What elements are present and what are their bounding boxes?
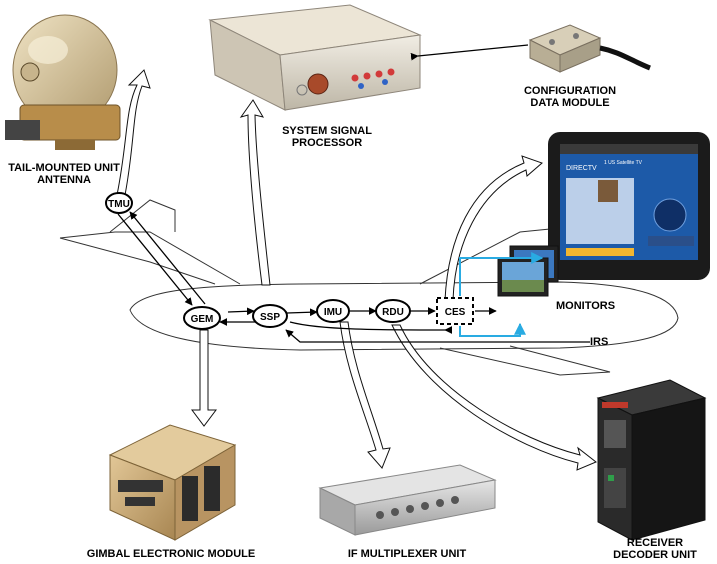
ces-blue-links xyxy=(459,252,544,337)
tablet-screen-title: DIRECTV xyxy=(566,165,597,172)
config-module-image xyxy=(528,24,651,73)
node-ces-label: CES xyxy=(445,307,466,318)
label-receiver-decoder-unit: RECEIVER DECODER UNIT xyxy=(600,537,710,561)
node-tmu: TMU xyxy=(105,192,133,214)
node-ces: CES xyxy=(436,297,474,325)
node-tmu-label: TMU xyxy=(108,199,130,210)
gem-unit-image xyxy=(108,424,237,541)
label-system-signal-processor: SYSTEM SIGNAL PROCESSOR xyxy=(272,125,382,149)
label-tail-mounted-antenna-line1: TAIL-MOUNTED UNIT xyxy=(8,162,120,174)
label-gimbal-electronic-module: GIMBAL ELECTRONIC MODULE xyxy=(76,548,266,560)
node-gem-label: GEM xyxy=(191,314,214,325)
rdu-unit-image xyxy=(596,379,707,541)
label-if-multiplexer-unit: IF MULTIPLEXER UNIT xyxy=(332,548,482,560)
label-ssp-line2: PROCESSOR xyxy=(291,137,363,149)
node-gem: GEM xyxy=(183,306,221,330)
label-tail-mounted-antenna: TAIL-MOUNTED UNIT ANTENNA xyxy=(4,162,124,186)
node-ssp: SSP xyxy=(252,304,288,328)
label-tail-mounted-antenna-line2: ANTENNA xyxy=(37,174,91,186)
label-monitors: MONITORS xyxy=(556,300,616,312)
node-imu: IMU xyxy=(316,299,350,323)
label-irs-text: IRS xyxy=(590,336,609,348)
label-gem-text: GIMBAL ELECTRONIC MODULE xyxy=(86,548,256,560)
node-ssp-label: SSP xyxy=(260,312,280,323)
label-ssp-line1: SYSTEM SIGNAL xyxy=(282,125,372,137)
node-rdu-label: RDU xyxy=(382,307,404,318)
ssp-image xyxy=(208,4,422,111)
label-configuration-data-module: CONFIGURATION DATA MODULE xyxy=(510,85,630,109)
tablet-channel: 1 US Satellite TV xyxy=(604,160,643,166)
label-monitors-text: MONITORS xyxy=(556,300,616,312)
tablet-image: DIRECTV 1 US Satellite TV xyxy=(548,132,710,280)
label-if-mux-text: IF MULTIPLEXER UNIT xyxy=(347,548,467,560)
label-config-line1: CONFIGURATION xyxy=(523,85,617,97)
if-mux-image xyxy=(318,464,497,536)
label-config-line2: DATA MODULE xyxy=(530,97,610,109)
tmu-antenna-image xyxy=(5,14,121,150)
label-rdu-line1: RECEIVER xyxy=(626,537,684,549)
label-rdu-line2: DECODER UNIT xyxy=(613,549,697,561)
hollow-arrows xyxy=(116,69,597,471)
node-rdu: RDU xyxy=(375,299,411,323)
connection-lines xyxy=(117,44,590,343)
node-imu-label: IMU xyxy=(324,307,342,318)
label-irs: IRS xyxy=(590,336,620,348)
monitors-image xyxy=(497,245,559,297)
